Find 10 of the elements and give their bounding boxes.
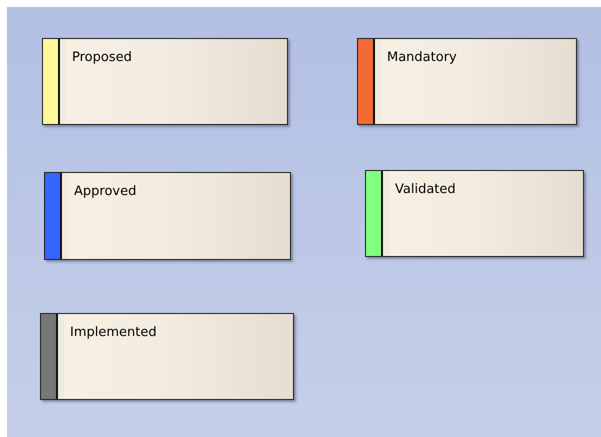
- status-box: [365, 170, 584, 257]
- status-box: [40, 313, 294, 400]
- status-label: Approved: [73, 183, 136, 201]
- status-box: [357, 38, 577, 125]
- status-label: Mandatory: [386, 49, 457, 67]
- status-label: Validated: [394, 181, 456, 199]
- status-label: Implemented: [69, 324, 157, 342]
- status-box: [44, 172, 291, 260]
- status-label: Proposed: [71, 49, 132, 67]
- status-box: [42, 38, 288, 125]
